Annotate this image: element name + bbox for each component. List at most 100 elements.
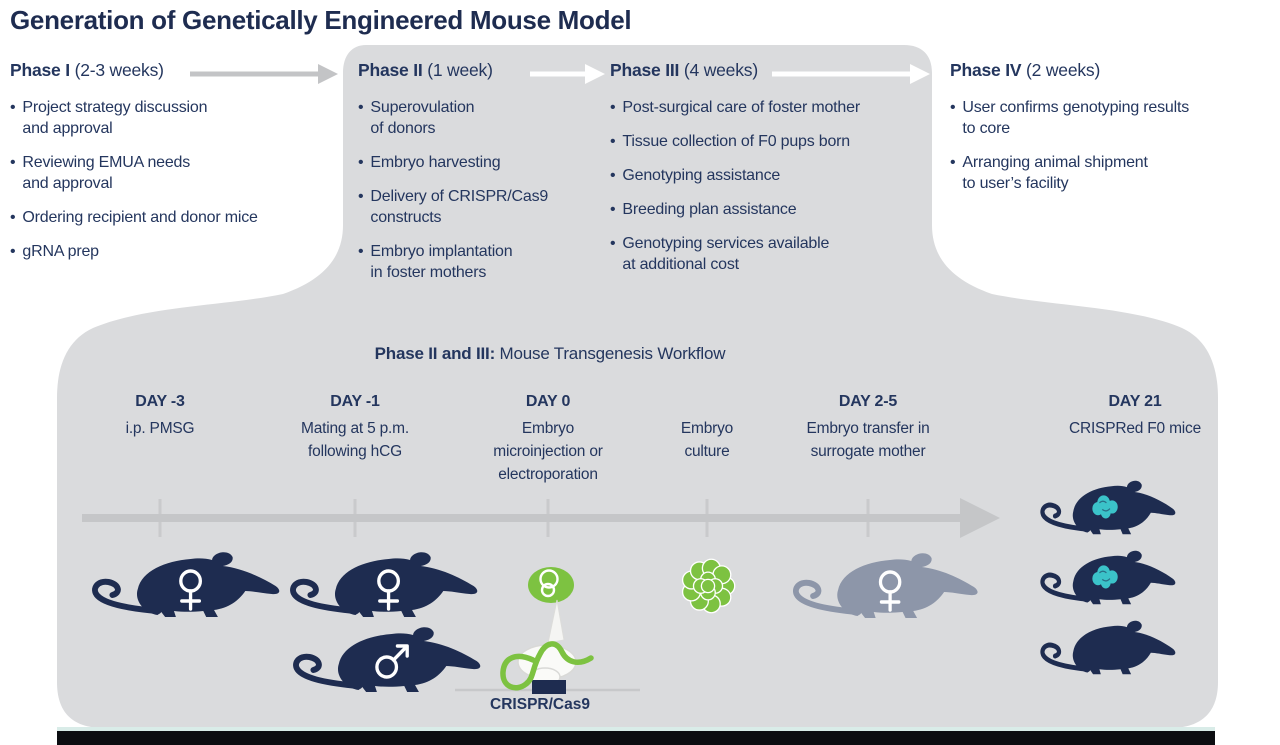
page-title: Generation of Genetically Engineered Mou… bbox=[10, 5, 632, 35]
bullet-text: gRNA prep bbox=[22, 243, 99, 260]
bottom-dark-bar bbox=[57, 731, 1215, 745]
phase1-to-phase2-arrow bbox=[190, 64, 338, 84]
step-description: i.p. PMSG bbox=[125, 420, 195, 437]
phase-bullet-item: • Post-surgical care of foster mother bbox=[610, 97, 922, 118]
step-day-minus-3: DAY -3 i.p. PMSG bbox=[60, 392, 260, 440]
female-mouse-icon bbox=[86, 549, 301, 624]
bullet-text: Post-surgical care of foster mother bbox=[622, 99, 860, 116]
phase2-to-phase3-arrow bbox=[530, 64, 605, 84]
phase-bullet-item: • Breeding plan assistance bbox=[610, 199, 922, 220]
timeline-arrow bbox=[82, 498, 1000, 538]
phase-bullet-item: • Tissue collection of F0 pups born bbox=[610, 131, 922, 152]
step-day-minus-1: DAY -1 Mating at 5 p.m.following hCG bbox=[255, 392, 455, 463]
bullet-dot: • bbox=[358, 99, 364, 116]
bullet-text: Tissue collection of F0 pups born bbox=[622, 133, 851, 150]
crispred-mouse-edited-icon bbox=[1036, 548, 1191, 610]
step-day-label: DAY 2-5 bbox=[838, 393, 898, 410]
embryo-microinjection-icon bbox=[500, 567, 594, 694]
bullet-text: Embryo harvesting bbox=[370, 154, 501, 171]
bullet-dot: • bbox=[610, 201, 616, 218]
phase-column-1: Phase I (2-3 weeks) • Project strategy di… bbox=[10, 58, 342, 275]
guide-rna-strand bbox=[500, 641, 594, 691]
workflow-heading-bold: Phase II and III: bbox=[374, 344, 496, 363]
bullet-dot: • bbox=[610, 99, 616, 116]
phase-bullet-item: •Genotyping assistance bbox=[610, 165, 922, 186]
step-day-21: DAY 21 CRISPRed F0 mice bbox=[1035, 392, 1235, 440]
male-mouse-icon bbox=[287, 624, 502, 699]
bullet-dot: • bbox=[10, 243, 16, 260]
phase-name: Phase III bbox=[610, 60, 680, 80]
bullet-dot: • bbox=[358, 188, 364, 205]
step-day-label: DAY -1 bbox=[330, 393, 380, 410]
step-description: Mating at 5 p.m.following hCG bbox=[301, 420, 409, 460]
step-day-label: DAY 0 bbox=[525, 393, 571, 410]
female-mouse-icon bbox=[284, 549, 499, 624]
bullet-dot: • bbox=[610, 167, 616, 184]
crispred-mouse-plain-icon bbox=[1036, 618, 1191, 680]
bullet-dot: • bbox=[610, 235, 616, 252]
step-day-label: DAY -3 bbox=[135, 393, 185, 410]
phase-heading: Phase I (2-3 weeks) bbox=[10, 58, 342, 82]
phase-duration: (1 week) bbox=[427, 60, 493, 80]
phase-bullets: • Post-surgical care of foster mother • Tis… bbox=[610, 97, 922, 275]
stage-base bbox=[532, 680, 566, 694]
phase-heading: Phase II (1 week) bbox=[358, 58, 610, 82]
phase-name: Phase II bbox=[358, 60, 423, 80]
phase-column-4: Phase IV (2 weeks) • User confirms genoty… bbox=[950, 58, 1272, 207]
workflow-heading: Phase II and III: Mouse Transgenesis Wor… bbox=[250, 344, 850, 364]
bullet-dot: • bbox=[10, 99, 16, 116]
bullet-dot: • bbox=[950, 99, 956, 116]
injection-needle bbox=[547, 599, 565, 644]
phase-name: Phase I bbox=[10, 60, 70, 80]
bottom-mint-line bbox=[57, 727, 1215, 731]
bullet-dot: • bbox=[10, 154, 16, 171]
surrogate-female-mouse-icon bbox=[787, 550, 999, 625]
phase-heading: Phase IV (2 weeks) bbox=[950, 58, 1272, 82]
embryo-cluster-icon bbox=[681, 558, 736, 614]
step-day-label: DAY 21 bbox=[1108, 393, 1162, 410]
bullet-dot: • bbox=[10, 209, 16, 226]
phase-duration: (4 weeks) bbox=[683, 60, 758, 80]
crispr-cas9-label: CRISPR/Cas9 bbox=[490, 696, 590, 713]
phase-bullet-item: • gRNA prep bbox=[10, 241, 342, 262]
crispred-mouse-edited-icon bbox=[1036, 478, 1191, 540]
phase-bullet-item: • Embryo harvesting bbox=[358, 152, 610, 173]
bullet-dot: • bbox=[358, 154, 364, 171]
bullet-text: Ordering recipient and donor mice bbox=[22, 209, 258, 226]
bullet-dot: • bbox=[358, 243, 364, 260]
phase-duration: (2 weeks) bbox=[1026, 60, 1101, 80]
phase-heading: Phase III (4 weeks) bbox=[610, 58, 922, 82]
workflow-heading-rest: Mouse Transgenesis Workflow bbox=[495, 344, 726, 363]
bullet-text: Breeding plan assistance bbox=[622, 201, 797, 218]
phase3-to-phase4-arrow bbox=[772, 64, 930, 84]
step-description: CRISPRed F0 mice bbox=[1068, 420, 1202, 437]
phase-duration: (2-3 weeks) bbox=[74, 60, 164, 80]
bullet-dot: • bbox=[610, 133, 616, 150]
phase-column-3: Phase III (4 weeks) • Post-surgical care … bbox=[610, 58, 922, 288]
bullet-dot: • bbox=[950, 154, 956, 171]
